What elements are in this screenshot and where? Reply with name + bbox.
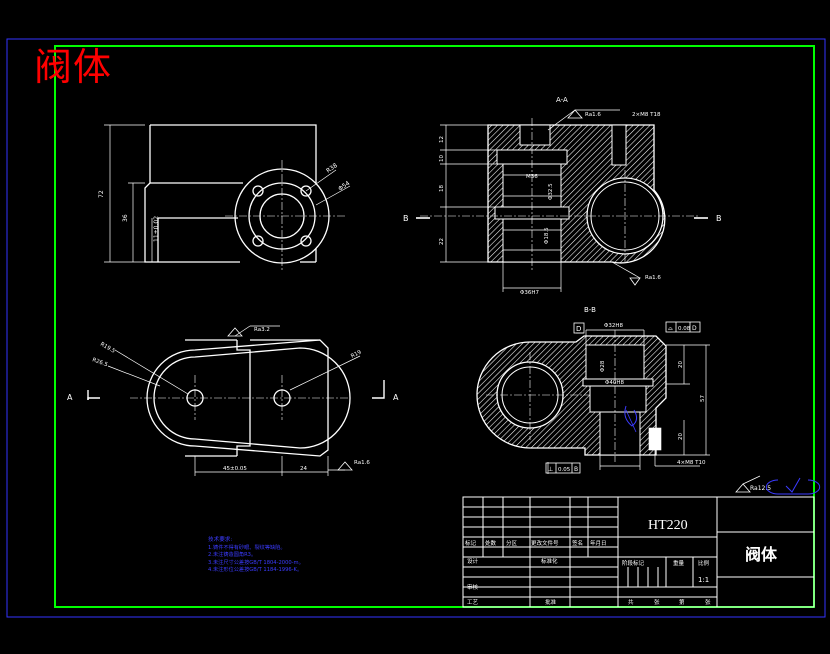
tech-note-3: 3.未注尺寸公差按GB/T 1804-2000-m。 <box>208 559 304 566</box>
aa-dim-22: 22 <box>439 238 445 245</box>
sheet-total-prefix: 共 <box>628 598 634 606</box>
aa-dim-18: 18 <box>439 185 445 192</box>
row-label-mark: 标记 <box>465 539 477 547</box>
tol-perp-symbol: ⊥ <box>548 466 553 473</box>
plan-dim-r26-5: R26.5 <box>91 357 109 368</box>
tech-note-4: 4.未注形位公差按GB/T 1184-1996-K。 <box>208 567 303 574</box>
plan-view-dimlines <box>107 325 361 476</box>
aa-dim-phi32: Φ32.5 <box>548 183 554 200</box>
weight-label: 重量 <box>673 559 685 567</box>
plan-roughness-right: Ra1.6 <box>354 460 370 466</box>
sheet-total-suffix: 张 <box>654 598 660 606</box>
standardize-label: 标准化 <box>541 557 558 565</box>
review-label: 审核 <box>467 583 479 591</box>
aa-roughness-bottom: Ra1.6 <box>645 275 661 281</box>
inner-border <box>54 45 815 608</box>
aa-hole-note: 2×M8 T18 <box>632 112 661 118</box>
title-block <box>462 496 815 608</box>
section-bb-dims: Φ32H8 Φ28 Φ40H8 20 57 20 4×M8 T10 <box>600 323 706 466</box>
general-roughness: Ra12.5 <box>735 475 821 495</box>
process-label: 工艺 <box>467 599 479 606</box>
tolerance-frame-perp: ⊥ 0.05 B <box>545 462 581 474</box>
row-label-date: 年月日 <box>590 539 607 547</box>
marker-b-right: B <box>716 214 722 223</box>
aa-dim-phi18: Φ18.5 <box>544 227 550 244</box>
tolerance-frame-flatness: ⌓ 0.08 D <box>665 321 701 333</box>
technical-notes: 技术要求: 1.铸件不得有砂眼、裂纹等缺陷。 2.未注铸造圆角R3。 3.未注尺… <box>208 537 304 575</box>
scale-value: 1:1 <box>698 576 709 584</box>
aa-dim-10: 10 <box>439 155 445 162</box>
front-view <box>144 124 330 264</box>
bb-dim-phi28: Φ28 <box>600 360 606 372</box>
tol-perp-datum: B <box>574 466 578 473</box>
dim-36: 36 <box>122 214 129 222</box>
tech-note-1: 1.铸件不得有砂眼、裂纹等缺陷。 <box>208 544 286 551</box>
dim-72: 72 <box>98 190 105 198</box>
tol-flat-value: 0.08 <box>678 326 691 332</box>
bb-dim-20-top: 20 <box>678 361 684 368</box>
section-aa <box>420 109 700 292</box>
part-name: 阀体 <box>745 545 778 564</box>
tol-flat-symbol: ⌓ <box>668 325 673 332</box>
sheet-num-prefix: 第 <box>679 598 685 606</box>
plan-dim-45: 45±0.05 <box>223 466 247 472</box>
title-block-text: HT220 阀体 标记 处数 分区 更改文件号 签名 年月日 设计 标准化 阶段… <box>465 518 778 606</box>
outer-border <box>6 38 826 618</box>
row-label-count: 处数 <box>485 539 497 547</box>
bb-dim-20-bottom: 20 <box>678 433 684 440</box>
scale-label: 比例 <box>698 559 710 567</box>
plan-dim-r19: R19 <box>350 349 363 360</box>
tech-note-2: 2.未注铸造圆角R3。 <box>208 552 257 559</box>
tol-flat-datum: D <box>692 325 697 332</box>
section-bb-label: B-B <box>584 306 596 314</box>
aa-dim-12: 12 <box>439 136 445 143</box>
plan-roughness-mark-2 <box>337 461 353 471</box>
drawing-title: 阀体 <box>34 45 113 89</box>
row-label-zone: 分区 <box>506 539 518 547</box>
aa-roughness-top: Ra1.6 <box>585 112 601 118</box>
material-label: HT220 <box>648 518 688 533</box>
plan-dim-r19-5: R19.5 <box>99 342 116 355</box>
dim-phi54: Φ54 <box>337 180 351 193</box>
marker-a-left: A <box>67 393 73 402</box>
aa-dim-phi36: Φ36H7 <box>520 290 539 296</box>
section-aa-dims: Ra1.6 2×M8 T18 12 10 18 22 M36 Φ32.5 Φ18… <box>439 112 661 296</box>
tol-perp-value: 0.05 <box>558 467 571 473</box>
datum-d-label: D <box>576 325 581 333</box>
plan-roughness-top: Ra3.2 <box>254 327 270 333</box>
plan-dim-24: 24 <box>300 466 307 472</box>
marker-a-right: A <box>393 393 399 402</box>
row-label-changefile: 更改文件号 <box>531 539 559 547</box>
bb-dim-57: 57 <box>700 395 706 402</box>
row-label-sign: 签名 <box>572 539 583 547</box>
tech-notes-heading: 技术要求: <box>208 537 233 543</box>
section-a-markers <box>87 380 385 400</box>
front-view-dimlines <box>104 124 351 263</box>
aa-dim-m36: M36 <box>526 174 538 180</box>
bb-dim-4xm8: 4×M8 T10 <box>677 460 706 466</box>
section-bb-datum: D <box>573 322 585 334</box>
plan-roughness-mark <box>227 327 243 337</box>
general-roughness-value: Ra12.5 <box>750 485 771 492</box>
plan-view-centerlines <box>130 375 350 420</box>
front-view-dims: 72 36 11±0.02 R38 Φ54 <box>98 162 351 242</box>
design-label: 设计 <box>467 557 479 565</box>
marker-b-left: B <box>403 214 409 223</box>
sheet-num-suffix: 张 <box>705 598 711 606</box>
bb-dim-phi40h8: Φ40H8 <box>605 380 624 386</box>
dim-11: 11±0.02 <box>153 216 160 242</box>
section-aa-label: A-A <box>556 96 568 104</box>
section-bb <box>476 329 710 474</box>
stage-label: 阶段标记 <box>622 559 645 567</box>
approve-label: 批准 <box>545 598 557 606</box>
front-view-centerlines <box>225 160 345 272</box>
bb-dim-phi32h8: Φ32H8 <box>604 323 623 329</box>
